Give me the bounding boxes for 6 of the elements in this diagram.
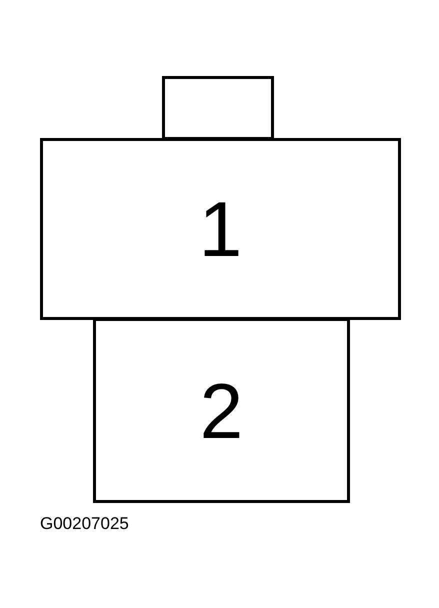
figure-code: G00207025 [40, 514, 129, 534]
connector-cavity [40, 138, 401, 320]
cavity-number: 2 [200, 372, 244, 450]
tab-box [162, 76, 274, 140]
connector-cavity [93, 318, 350, 503]
cavity-number: 1 [198, 190, 242, 268]
